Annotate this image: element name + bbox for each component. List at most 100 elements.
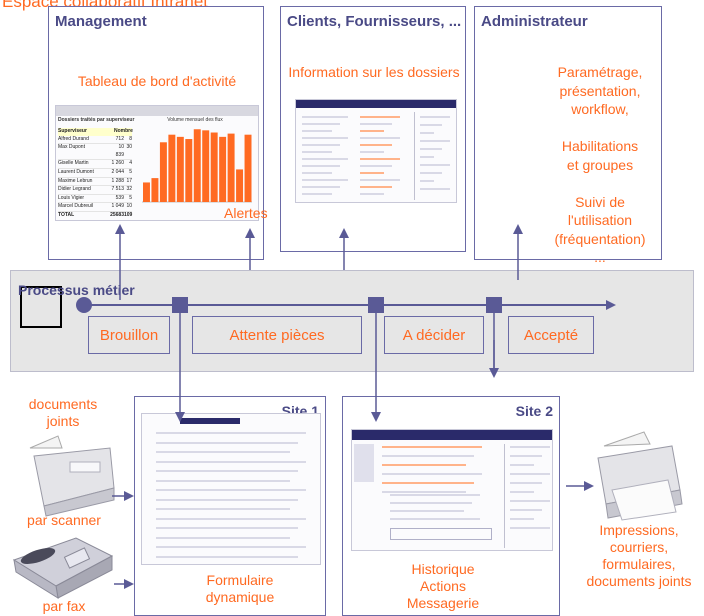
placeholder-line [390, 494, 480, 496]
cell-name: Maxime Lebrun [58, 177, 93, 184]
output-line: formulaires, [602, 556, 676, 572]
chart-title: Volume mensuel des flux [167, 117, 223, 123]
placeholder-line [302, 165, 340, 167]
cell-value: 712 [115, 135, 124, 142]
placeholder-line [420, 188, 450, 190]
cell-name: Didier Legrand [58, 186, 91, 193]
placeholder-line [510, 473, 550, 475]
placeholder-line [360, 116, 400, 118]
placeholder-line [360, 186, 392, 188]
outputs-label: Impressions,courriers,formulaires,docume… [574, 522, 704, 590]
placeholder-line [302, 130, 332, 132]
dossiers-screenshot [295, 99, 457, 203]
cell-value: 1 260 [111, 160, 124, 167]
clients-label: Information sur les dossiers [288, 64, 460, 80]
output-line: courriers, [609, 539, 669, 555]
admin-title: Administrateur [481, 13, 588, 30]
placeholder-line [156, 441, 298, 444]
placeholder-line [510, 527, 550, 529]
placeholder-line [382, 473, 482, 475]
cell-value: 7 513 [111, 186, 124, 193]
chart-bar [244, 134, 252, 202]
placeholder-line [510, 518, 534, 520]
placeholder-line [382, 482, 474, 484]
cell-value: 10 [126, 203, 132, 210]
stage-attente-pieces: Attente pièces [192, 316, 362, 354]
cell-value: 4 [129, 160, 132, 167]
placeholder-line [360, 193, 384, 195]
form-screenshot [141, 413, 321, 565]
placeholder-line [510, 491, 534, 493]
cell-name: Alfred Durand [58, 135, 89, 142]
placeholder-line [382, 455, 474, 457]
placeholder-line [156, 546, 306, 548]
process-node-1 [172, 297, 188, 313]
placeholder-line [390, 502, 472, 504]
cell-value: 5 [129, 194, 132, 201]
chart-bar [143, 182, 150, 202]
cell-value: 10 839 [115, 144, 124, 158]
placeholder-line [420, 156, 434, 158]
chart-bar [193, 129, 201, 202]
documents-line2: joints [46, 413, 80, 429]
placeholder-line [420, 172, 442, 174]
cell-value: 1 049 [111, 203, 124, 210]
screenshot-heading: Dossiers traités par superviseur [58, 117, 135, 123]
scanner-icon [29, 435, 115, 517]
site2-label-line3: Messagerie [406, 595, 480, 611]
placeholder-line [420, 132, 434, 134]
site2-panel: Site 2 Historique Actions Messagerie [342, 396, 560, 616]
admin-panel: Administrateur Paramétrage,présentation,… [474, 6, 662, 265]
placeholder-line [510, 464, 534, 466]
placeholder-line [156, 451, 290, 453]
placeholder-line [420, 116, 450, 118]
admin-feature-line: présentation, [559, 82, 641, 99]
placeholder-line [382, 446, 482, 448]
chart-bar [159, 142, 167, 202]
cell-value: 2 044 [111, 168, 124, 175]
cell-name: Louis Vigier [58, 194, 85, 201]
placeholder-line [302, 116, 348, 118]
admin-feature-line: Suivi de [575, 193, 625, 210]
process-node-3 [486, 297, 502, 313]
placeholder-line [302, 151, 332, 153]
placeholder-line [420, 124, 442, 126]
stage-a-decider: A décider [384, 316, 484, 354]
placeholder-line [360, 172, 384, 174]
placeholder-line [510, 446, 550, 448]
placeholder-line [382, 464, 466, 466]
site1-label-line1: Formulaire [206, 572, 274, 588]
placeholder-line [302, 137, 348, 139]
site2-label-line1: Historique [411, 561, 475, 577]
placeholder-line [156, 536, 290, 539]
chart-bar [168, 134, 176, 202]
process-node-2 [368, 297, 384, 313]
output-line: documents joints [586, 573, 692, 589]
placeholder-line [390, 510, 464, 512]
placeholder-line [302, 144, 340, 146]
placeholder-line [302, 158, 348, 160]
placeholder-line [360, 165, 392, 167]
placeholder-line [382, 491, 466, 493]
placeholder-line [156, 432, 306, 434]
placeholder-line [360, 137, 400, 139]
history-screenshot [351, 429, 553, 551]
activity-bar-chart [142, 129, 252, 203]
placeholder-line [156, 489, 306, 491]
chart-bar [227, 133, 235, 202]
cell-value: 109 [124, 211, 133, 218]
cell-name: Giselle Martin [58, 160, 89, 167]
admin-feature-line: workflow, [571, 101, 629, 117]
placeholder-line [302, 193, 332, 195]
chart-bar [185, 139, 193, 202]
process-start-dot [76, 297, 92, 313]
clients-title: Clients, Fournisseurs, ... [287, 13, 462, 30]
placeholder-line [156, 517, 306, 520]
cell-name: Max Dupont [58, 144, 85, 151]
